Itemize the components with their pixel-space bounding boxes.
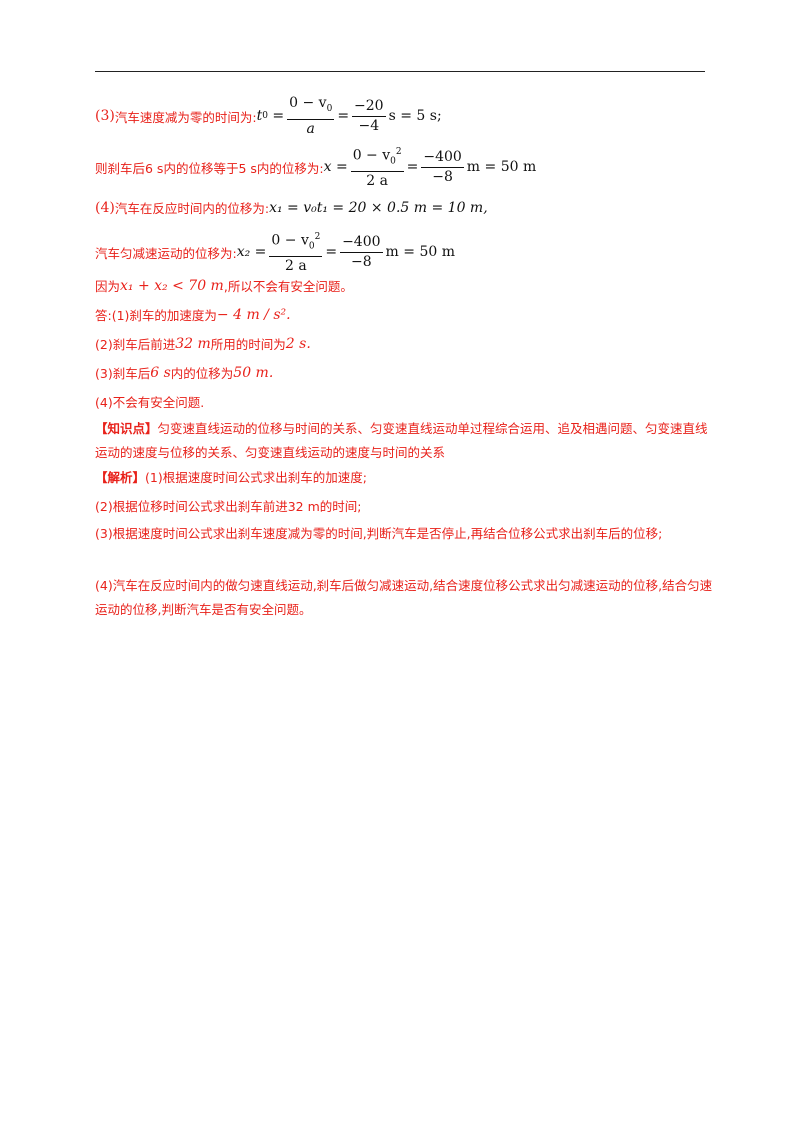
answer-4: (4)不会有安全问题. — [95, 395, 205, 410]
answer-1: 答:(1)刹车的加速度为 − 4 m / s². — [95, 306, 291, 324]
solution-line-4: (4) 汽车在反应时间内的位移为: x₁ = v₀t₁ = 20 × 0.5 m… — [95, 199, 488, 217]
analysis-3: (3)根据速度时间公式求出刹车速度减为零的时间,判断汽车是否停止,再结合位移公式… — [95, 526, 663, 541]
equation-x1: x₁ = v₀t₁ = 20 × 0.5 m = 10 m, — [269, 199, 488, 216]
knowledge-point: 【知识点】匀变速直线运动的位移与时间的关系、匀变速直线运动单过程综合运用、追及相… — [95, 421, 708, 460]
answer-3: (3)刹车后 6 s 内的位移为 50 m. — [95, 364, 274, 382]
analysis-1: 【解析】(1)根据速度时间公式求出刹车的加速度; — [95, 470, 367, 485]
safety-conclusion: 因为 x₁ + x₂ < 70 m ,所以不会有安全问题。 — [95, 277, 353, 295]
analysis-4: (4)汽车在反应时间内的做匀速直线运动,刹车后做匀减速运动,结合速度位移公式求出… — [95, 578, 713, 617]
analysis-2: (2)根据位移时间公式求出刹车前进32 m的时间; — [95, 499, 362, 514]
header-rule — [95, 71, 705, 72]
answer-2: (2)刹车后前进 32 m 所用的时间为 2 s. — [95, 335, 311, 353]
